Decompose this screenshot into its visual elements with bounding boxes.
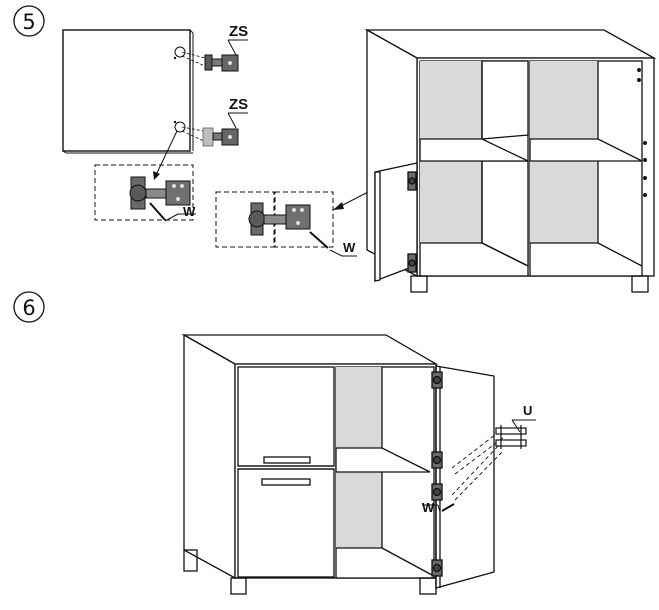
label-u: U [523,403,532,418]
label-w-step6: W [422,500,435,515]
step-6-badge: 6 [13,291,45,323]
cabinet-step6 [181,333,495,595]
door-panel [62,29,194,154]
step-5-number: 5 [22,10,35,34]
screw-w-step6: W [422,500,455,515]
cabinet-step5 [364,28,657,293]
label-zs-bottom: ZS [229,96,248,113]
step-5-badge: 5 [13,5,45,37]
hinge-detail-left: W [94,164,196,222]
hinge-detail-right: W [215,188,375,257]
label-w-step5-left: W [183,204,196,219]
label-zs-top: ZS [229,23,248,40]
hinge-zs-bottom: ZS [181,96,248,147]
step-6: 6 [13,291,536,595]
label-w-step5-right: W [343,240,356,255]
step-6-number: 6 [22,296,35,320]
hinge-zs-top: ZS [181,23,248,72]
step-5: 5 ZS [13,5,657,293]
door-handle-u: U [451,403,536,501]
